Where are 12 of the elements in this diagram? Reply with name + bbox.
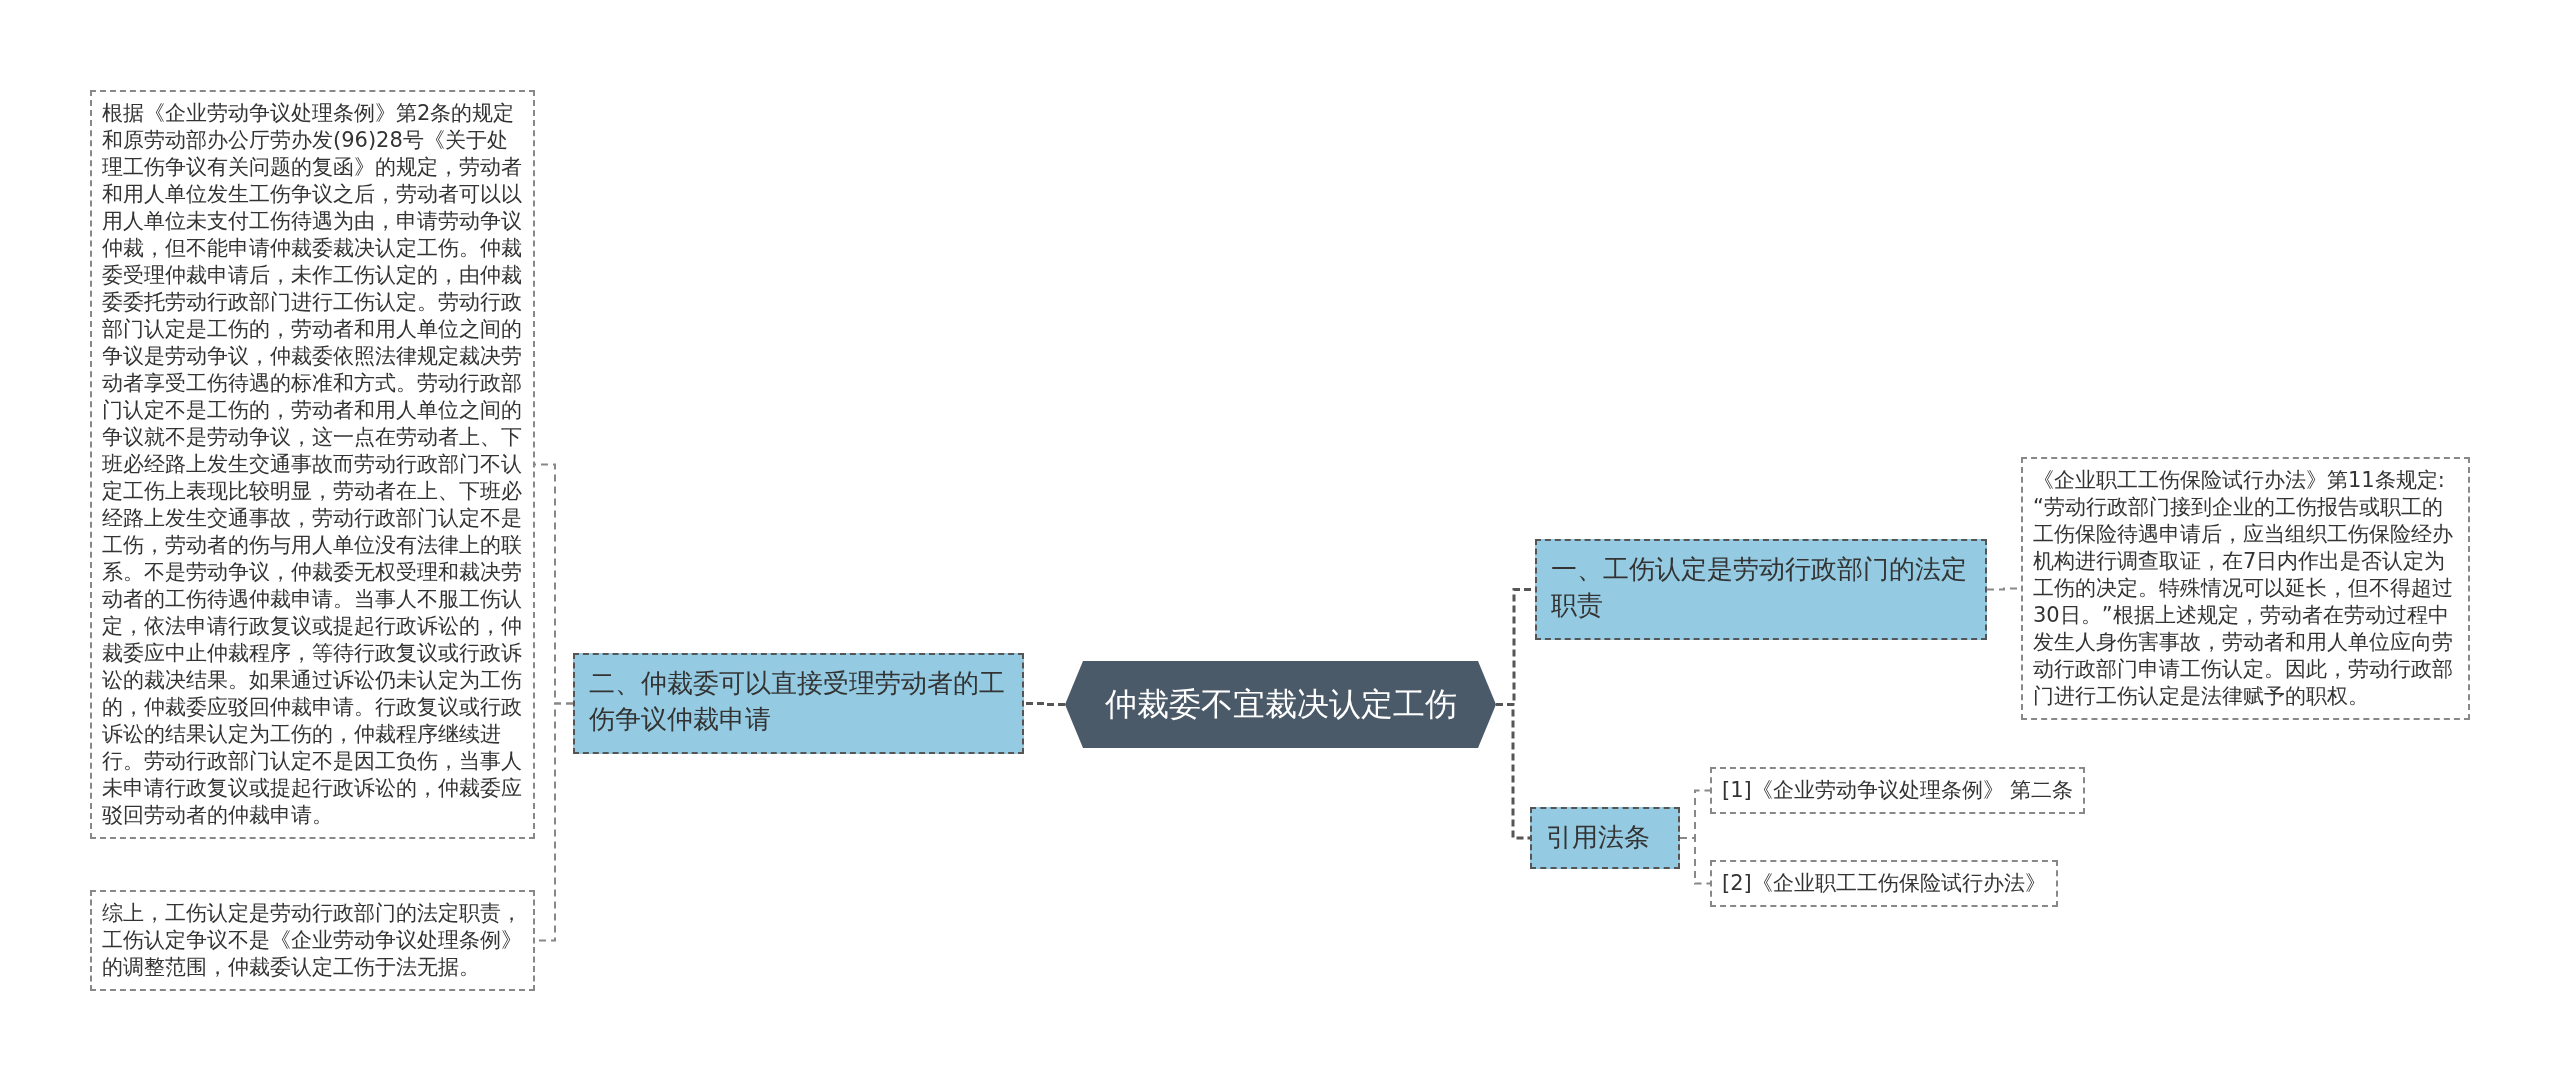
- topic-box: 引用法条: [1530, 807, 1680, 869]
- connector-line: [1024, 702, 1065, 706]
- note-box: 综上，工伤认定是劳动行政部门的法定职责，工伤认定争议不是《企业劳动争议处理条例》的调整范围，仲裁委认定工伤于法无据。: [90, 890, 535, 991]
- reference-box: [2]《企业职工工伤保险试行办法》: [1710, 860, 2058, 907]
- reference-box: [1]《企业劳动争议处理条例》 第二条: [1710, 767, 2086, 814]
- topic-box: 二、仲裁委可以直接受理劳动者的工伤争议仲裁申请: [573, 653, 1024, 754]
- central-topic: 仲裁委不宜裁决认定工伤: [1065, 661, 1496, 748]
- note-box: 《企业职工工伤保险试行办法》第11条规定: “劳动行政部门接到企业的工伤报告或职工的工伤保险待遇申请后，应当组织工伤保险经办机构进行调查取证，在7日内作出是否认定为工伤的决定。特殊情况可以延长，但不得超过30日。”根据上述规定，劳动者在劳动过程中发生人身伤害事故，劳动者和用人单位应向劳动行政部门申请工伤认定。因此，劳动行政部门进行工伤认定是法律赋予的职权。: [2021, 457, 2470, 720]
- connector-line: [1679, 837, 1711, 885]
- connector-line: [1496, 703, 1530, 840]
- note-box: 根据《企业劳动争议处理条例》第2条的规定和原劳动部办公厅劳办发(96)28号《关于处理工伤争议有关问题的复函》的规定，劳动者和用人单位发生工伤争议之后，劳动者可以以用人单位未支付工伤待遇为由，申请劳动争议仲裁，但不能申请仲裁委裁决认定工伤。仲裁委受理仲裁申请后，未作工伤认定的，由仲裁委委托劳动行政部门进行工伤认定。劳动行政部门认定是工伤的，劳动者和用人单位之间的争议是劳动争议，仲裁委依照法律规定裁决劳动者享受工伤待遇的标准和方式。劳动行政部门认定不是工伤的，劳动者和用人单位之间的争议就不是劳动争议，这一点在劳动者上、下班必经路上发生交通事故而劳动行政部门不认定工伤上表现比较明显，劳动者在上、下班必经路上发生交通事故，劳动行政部门认定不是工伤，劳动者的伤与用人单位没有法律上的联系。不是劳动争议，仲裁委无权受理和裁决劳动者的工伤待遇仲裁申请。当事人不服工伤认定，依法申请行政复议或提起行政诉讼的，仲裁委应中止仲裁程序，等待行政复议或行政诉讼的裁决结果。如果通过诉讼仍未认定为工伤的，仲裁委应驳回仲裁申请。行政复议或行政诉讼的结果认定为工伤的，仲裁程序继续进行。劳动行政部门认定不是因工负伤，当事人未申请行政复议或提起行政诉讼的，仲裁委应驳回劳动者的仲裁申请。: [90, 90, 535, 839]
- topic-box: 一、工伤认定是劳动行政部门的法定职责: [1535, 539, 1987, 640]
